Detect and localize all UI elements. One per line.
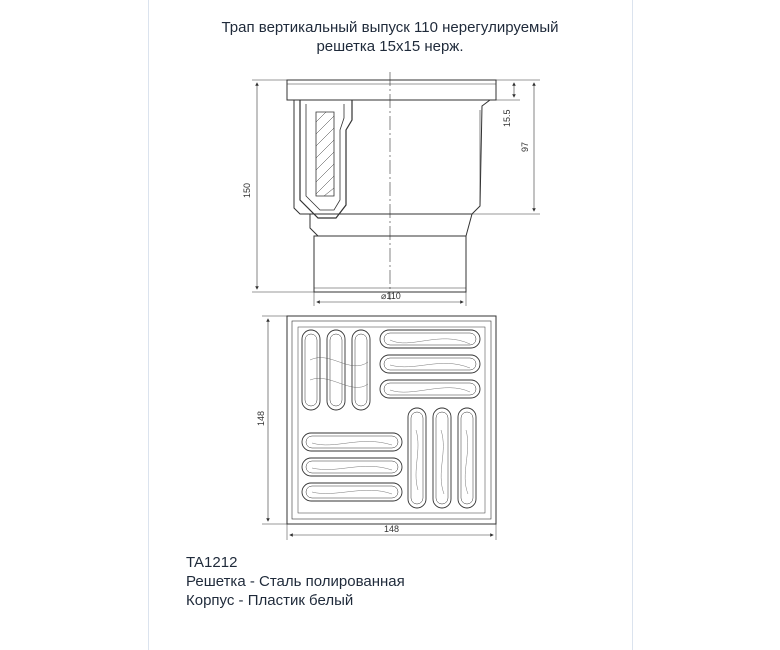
grate-frame-inner	[291, 320, 492, 520]
dim-height-body: 97	[520, 142, 530, 152]
title-line-1: Трап вертикальный выпуск 110 нерегулируе…	[221, 19, 559, 36]
dim-height-total: 150	[242, 183, 252, 198]
slot-group-bottom-left	[301, 432, 403, 502]
dim-grate-height: 148	[256, 411, 266, 426]
side-view	[252, 72, 540, 306]
top-view	[262, 315, 497, 540]
dim-height-rim: 15.5	[502, 109, 512, 127]
dim-grate-width: 148	[384, 524, 399, 534]
neck-outline	[309, 213, 473, 237]
top-rim	[286, 79, 497, 101]
grate-material: Решетка - Сталь полированная	[186, 573, 405, 590]
dim-outlet-diameter: ⌀110	[381, 291, 401, 301]
slot-group-bottom-right	[407, 407, 477, 509]
grate-frame-outer	[286, 315, 497, 525]
page-frame-right	[632, 0, 633, 650]
body-material: Корпус - Пластик белый	[186, 592, 354, 609]
page-frame-left	[148, 0, 149, 650]
water-seal	[299, 100, 353, 219]
slot-group-top-right	[379, 329, 481, 399]
product-code: TA1212	[186, 554, 238, 571]
title-line-2: решетка 15х15 нерж.	[316, 38, 464, 55]
slot-group-top-left	[301, 329, 371, 411]
body-outline	[293, 99, 491, 215]
